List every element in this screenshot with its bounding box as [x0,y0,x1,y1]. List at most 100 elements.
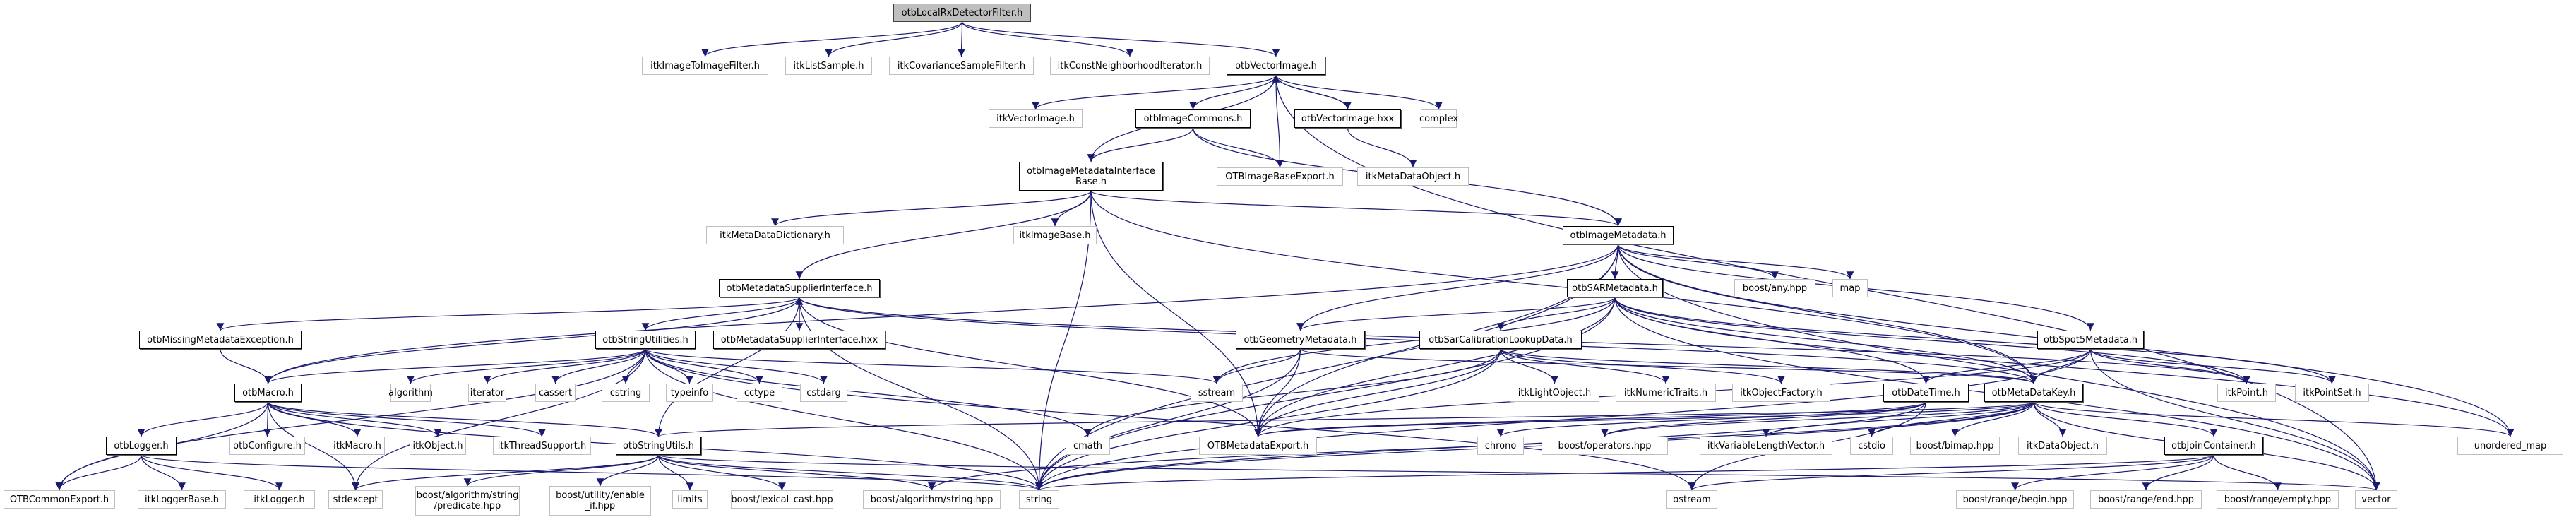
node-itk-const-neighborhood-iterator: itkConstNeighborhoodIterator.h [1050,57,1210,75]
node-boost-operators: boost/operators.hpp [1542,437,1668,455]
node-stdexcept: stdexcept [328,490,383,509]
edge-otb-sarmetadata-to-sstream [1212,297,1616,384]
node-label: itkMetaDataDictionary.h [720,230,830,241]
node-otb-string-utilities[interactable]: otbStringUtilities.h [595,331,696,349]
edge-otb-join-container-to-boost-range-end [2142,454,2214,491]
node-otb-string-utils[interactable]: otbStringUtils.h [616,437,701,455]
edge-otb-meta-data-key-to-otb-string-utils [655,401,2034,437]
edge-otb-string-utils-to-boost-predicate [463,454,660,487]
node-string: string [1019,490,1059,509]
edge-otb-metadata-supplier-interface-to-otb-string-utils [655,297,800,437]
edge-otb-image-metadata-interface-base-to-otbmetadata-export [1090,190,1262,437]
node-boost-range-begin: boost/range/begin.hpp [1956,490,2074,509]
node-cstring: cstring [602,384,650,402]
node-otb-geometry-metadata[interactable]: otbGeometryMetadata.h [1236,331,1365,349]
edge-otb-string-utilities-to-stdexcept [352,348,646,491]
node-itk-list-sample: itkListSample.h [785,57,872,75]
node-label: string [1025,494,1053,505]
edge-otb-image-metadata-interface-base-to-otb-image-metadata [1090,190,1622,227]
edge-otb-image-metadata-interface-base-to-itk-meta-data-dictionary [771,190,1092,227]
node-otb-image-metadata-interface-base[interactable]: otbImageMetadataInterface Base.h [1019,162,1163,191]
node-label: otbSpot5Metadata.h [2043,334,2138,345]
node-itk-light-object: itkLightObject.h [1510,384,1599,402]
edge-otb-string-utilities-to-cmath [645,348,1092,437]
node-label: unordered_map [2474,440,2547,451]
edge-otb-meta-data-key-to-itk-variable-length-vector [1762,401,2034,437]
node-label: boost/any.hpp [1742,283,1808,294]
node-label: itkDataObject.h [2027,440,2099,451]
node-limits: limits [672,490,708,509]
node-otb-meta-data-key[interactable]: otbMetaDataKey.h [1984,384,2083,402]
node-label: boost/algorithm/string.hpp [870,494,994,505]
edge-otb-sar-calibration-lookup-data-to-itk-light-object [1500,348,1558,384]
node-label: itkConstNeighborhoodIterator.h [1057,60,1203,71]
node-label: cmath [1073,440,1103,451]
node-otb-sar-calibration-lookup-data[interactable]: otbSarCalibrationLookupData.h [1419,331,1582,349]
node-otb-vector-image[interactable]: otbVectorImage.h [1227,57,1325,75]
node-otbimage-base-export: OTBImageBaseExport.h [1217,167,1343,186]
node-label: itkVariableLengthVector.h [1707,440,1825,451]
edge-otb-image-metadata-to-otb-geometry-metadata [1296,244,1619,331]
node-cmath: cmath [1066,437,1110,455]
node-otb-metadata-supplier-interface-hxx[interactable]: otbMetadataSupplierInterface.hxx [713,331,886,349]
node-otb-join-container[interactable]: otbJoinContainer.h [2164,437,2263,455]
node-otb-sarmetadata[interactable]: otbSARMetadata.h [1567,279,1663,297]
node-otb-image-metadata[interactable]: otbImageMetadata.h [1563,226,1674,244]
node-itk-point-set: itkPointSet.h [2295,384,2369,402]
node-otb-date-time[interactable]: otbDateTime.h [1883,384,1969,402]
node-otb-image-commons[interactable]: otbImageCommons.h [1135,109,1251,128]
node-otb-spot5-metadata[interactable]: otbSpot5Metadata.h [2037,331,2144,349]
node-label: otbImageCommons.h [1143,113,1243,124]
node-otb-metadata-supplier-interface[interactable]: otbMetadataSupplierInterface.h [719,279,880,297]
node-label: itkThreadSupport.h [497,440,587,451]
edge-otb-join-container-to-boost-range-begin [2011,454,2214,491]
edge-otb-sarmetadata-to-otbmetadata-export [1254,297,1616,437]
node-itk-point: itkPoint.h [2217,384,2276,402]
node-label: otbMissingMetadataException.h [147,334,294,345]
edge-otb-spot5-metadata-to-otb-date-time [1922,348,2092,384]
node-label: boost/range/empty.hpp [2224,494,2332,505]
edge-otb-date-time-to-chrono [1496,401,1927,437]
node-label: otbDateTime.h [1892,387,1960,398]
node-label: iterator [470,387,505,398]
edge-otb-vector-image-hxx-to-itk-meta-data-object [1347,127,1417,168]
node-otb-macro[interactable]: otbMacro.h [234,384,302,402]
edge-otb-geometry-metadata-to-sstream [1212,348,1301,384]
edge-otb-image-commons-to-otbimage-base-export [1192,127,1284,168]
node-label: otbMacro.h [242,387,294,398]
node-label: typeinfo [670,387,709,398]
node-cassert: cassert [535,384,576,402]
edge-otb-sar-calibration-lookup-data-to-itk-object-factory [1500,348,1785,384]
node-label: boost/utility/enable _if.hpp [556,490,645,511]
edge-otb-date-time-to-otbmetadata-export [1254,401,1927,437]
node-label: itkLoggerBase.h [144,494,220,505]
node-complex: complex [1419,109,1458,128]
node-itk-macro: itkMacro.h [330,437,385,455]
node-otb-missing-metadata-exception[interactable]: otbMissingMetadataException.h [139,331,302,349]
edge-otb-image-metadata-to-otb-macro [264,244,1619,384]
node-boost-range-end: boost/range/end.hpp [2090,490,2202,509]
node-label: cctype [744,387,775,398]
node-label: itkLightObject.h [1517,387,1592,398]
node-cctype: cctype [737,384,782,402]
edge-otb-metadata-supplier-interface-to-otb-string-utilities [641,297,800,331]
edge-otb-spot5-metadata-to-vector [2089,348,2380,491]
edge-otb-sarmetadata-to-otb-sar-calibration-lookup-data [1496,297,1616,331]
node-otb-logger[interactable]: otbLogger.h [106,437,177,455]
edge-otb-geometry-metadata-to-otbmetadata-export [1254,348,1301,437]
edge-otb-sar-calibration-lookup-data-to-otbmetadata-export [1254,348,1501,437]
node-label: cstring [609,387,642,398]
node-itk-numeric-traits: itkNumericTraits.h [1616,384,1716,402]
node-itk-image-base: itkImageBase.h [1013,226,1097,244]
edge-otb-string-utilities-to-cassert [551,348,646,384]
node-otb-vector-image-hxx[interactable]: otbVectorImage.hxx [1294,109,1401,128]
edge-otb-sar-calibration-lookup-data-to-string [1035,348,1501,491]
node-sstream: sstream [1191,384,1243,402]
node-label: itkImageToImageFilter.h [650,60,760,71]
node-boost-predicate: boost/algorithm/string /predicate.hpp [415,486,520,516]
node-label: itkMetaDataObject.h [1365,171,1461,182]
node-otbcommon-export: OTBCommonExport.h [4,490,115,509]
edge-otb-string-utils-to-boost-lexical-cast [657,454,786,491]
edge-otb-string-utilities-to-cctype [645,348,763,384]
node-label: otbVectorImage.h [1235,60,1317,71]
